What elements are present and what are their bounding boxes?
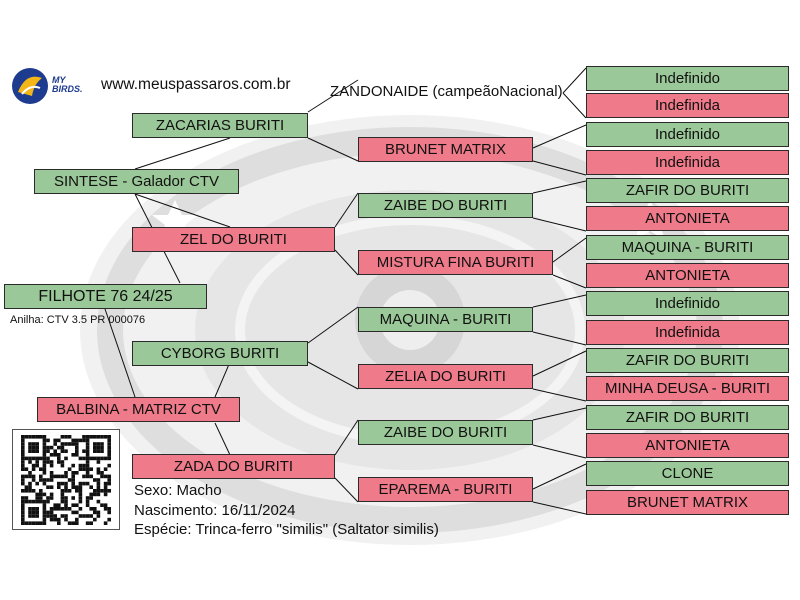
site-url: www.meuspassaros.com.br (101, 76, 291, 93)
bird-species: Espécie: Trinca-ferro "similis" (Saltato… (134, 521, 439, 538)
ancestor-box: ANTONIETA (586, 433, 789, 458)
great-grandparent-box: ZAIBE DO BURITI (358, 193, 533, 218)
great-grandparent-box: ZAIBE DO BURITI (358, 420, 533, 445)
ancestor-box: ZAFIR DO BURITI (586, 178, 789, 203)
ring-number: Anilha: CTV 3.5 PR 000076 (10, 314, 146, 326)
ancestor-box: Indefinido (586, 291, 789, 316)
mybirds-logo-icon (12, 68, 48, 104)
grandparent-box: CYBORG BURITI (132, 341, 308, 366)
great-grandparent-box: EPAREMA - BURITI (358, 477, 533, 502)
great-grandparent-box: MAQUINA - BURITI (358, 307, 533, 332)
brand-name: MY BIRDS. (52, 76, 83, 94)
bird-birth-date: Nascimento: 16/11/2024 (134, 502, 296, 519)
grandparent-box: ZACARIAS BURITI (132, 113, 308, 138)
bird-sex: Sexo: Macho (134, 482, 222, 499)
mother-box: BALBINA - MATRIZ CTV (37, 397, 240, 422)
ancestor-box: MINHA DEUSA - BURITI (586, 376, 789, 401)
qr-code (12, 429, 120, 530)
grandparent-box: ZEL DO BURITI (132, 227, 335, 252)
ancestor-box: Indefinida (586, 320, 789, 345)
brand-line2: BIRDS. (52, 84, 83, 94)
ancestor-box: Indefinido (586, 122, 789, 147)
ancestor-box: ZAFIR DO BURITI (586, 348, 789, 373)
father-box: SINTESE - Galador CTV (34, 169, 239, 194)
bird-name-box: FILHOTE 76 24/25 (4, 284, 207, 309)
ancestor-box: CLONE (586, 461, 789, 486)
ancestor-box: Indefinido (586, 66, 789, 91)
qr-code-icon (21, 435, 111, 525)
ancestor-box: BRUNET MATRIX (586, 490, 789, 515)
great-grandparent-box: ZELIA DO BURITI (358, 364, 533, 389)
brand-line1: MY (52, 75, 66, 85)
great-grandparent-box: BRUNET MATRIX (358, 137, 533, 162)
grandparent-box: ZADA DO BURITI (132, 454, 335, 479)
great-grandparent-text: ZANDONAIDE (campeãoNacional) (330, 83, 563, 100)
great-grandparent-box: MISTURA FINA BURITI (358, 250, 553, 275)
ancestor-box: ANTONIETA (586, 206, 789, 231)
ancestor-box: ANTONIETA (586, 263, 789, 288)
ancestor-box: Indefinida (586, 93, 789, 118)
ancestor-box: Indefinida (586, 150, 789, 175)
ancestor-box: MAQUINA - BURITI (586, 235, 789, 260)
ancestor-box: ZAFIR DO BURITI (586, 405, 789, 430)
